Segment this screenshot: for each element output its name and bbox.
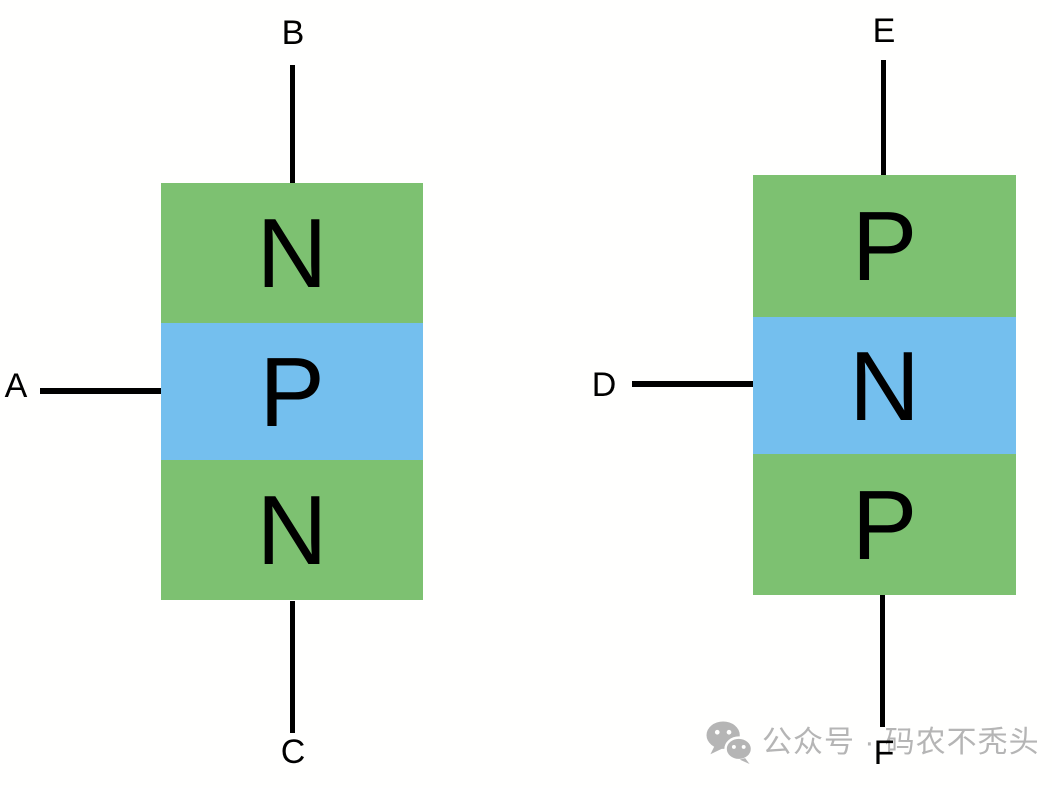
npn-layer-top-label: N (256, 198, 328, 308)
terminal-label-side-right: D (591, 366, 617, 404)
pnp-layer-bottom: P (753, 454, 1016, 595)
npn-layer-middle-label: P (259, 336, 325, 447)
npn-layer-bottom-label: N (256, 475, 328, 585)
terminal-lead-bottom-left (290, 601, 295, 733)
watermark: 公众号 · 码农不秃头 (706, 720, 1040, 765)
watermark-text: 公众号 · 码农不秃头 (762, 725, 1040, 759)
wechat-icon (706, 721, 753, 765)
pnp-layer-bottom-label: P (851, 469, 918, 580)
pnp-layer-middle-label: N (849, 330, 920, 441)
npn-layer-bottom: N (161, 460, 423, 600)
terminal-label-top-left: B (281, 14, 305, 52)
npn-layer-middle: P (161, 323, 423, 460)
terminal-label-bottom-left: C (280, 733, 306, 771)
npn-stack: N P N (161, 183, 423, 600)
terminal-label-bottom-right: F (873, 734, 895, 772)
terminal-lead-top-right (881, 60, 886, 175)
terminal-lead-bottom-right (880, 595, 885, 727)
pnp-layer-middle: N (753, 317, 1016, 454)
terminal-label-side-left: A (4, 367, 28, 405)
pnp-layer-top-label: P (851, 191, 918, 301)
terminal-lead-side-left (40, 388, 161, 394)
pnp-layer-top: P (753, 175, 1016, 317)
npn-layer-top: N (161, 183, 423, 323)
pnp-stack: P N P (753, 175, 1016, 595)
terminal-lead-top-left (290, 65, 295, 183)
terminal-label-top-right: E (872, 12, 896, 50)
terminal-lead-side-right (632, 381, 753, 387)
